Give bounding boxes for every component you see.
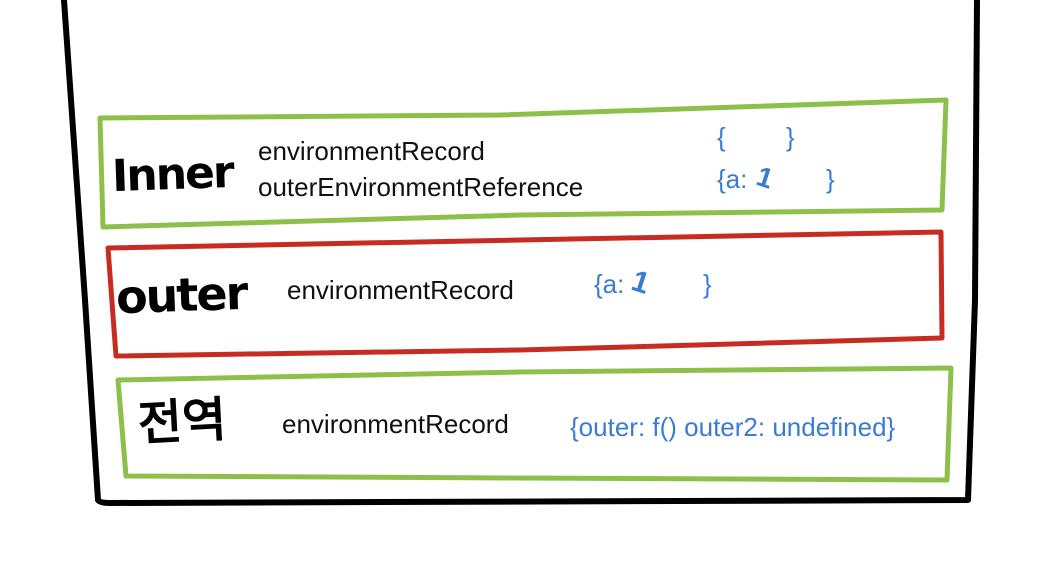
- inner-environment-record-key: environmentRecord: [258, 136, 485, 166]
- inner-environment-record-open-brace: {: [717, 122, 726, 152]
- outer-environment-record-key: environmentRecord: [287, 275, 514, 305]
- outer-record-value-prefix: {a:: [594, 269, 625, 299]
- global-context-box: [115, 365, 954, 483]
- inner-outer-environment-reference-key: outerEnvironmentReference: [258, 172, 584, 202]
- inner-label: Inner: [111, 146, 234, 203]
- outer-record-value-close: }: [703, 269, 712, 299]
- global-label: 전역: [136, 391, 228, 453]
- global-environment-record-value: {outer: f() outer2: undefined}: [570, 412, 896, 442]
- stack-frame-border: [61, 0, 980, 506]
- inner-outer-ref-value-close: }: [826, 164, 835, 194]
- inner-outer-ref-value-prefix: {a:: [717, 164, 748, 194]
- inner-environment-record-close-brace: }: [786, 122, 795, 152]
- global-environment-record-key: environmentRecord: [282, 409, 509, 439]
- outer-label: outer: [115, 265, 248, 325]
- outer-context-box: [105, 229, 945, 359]
- inner-context-box: [97, 97, 949, 230]
